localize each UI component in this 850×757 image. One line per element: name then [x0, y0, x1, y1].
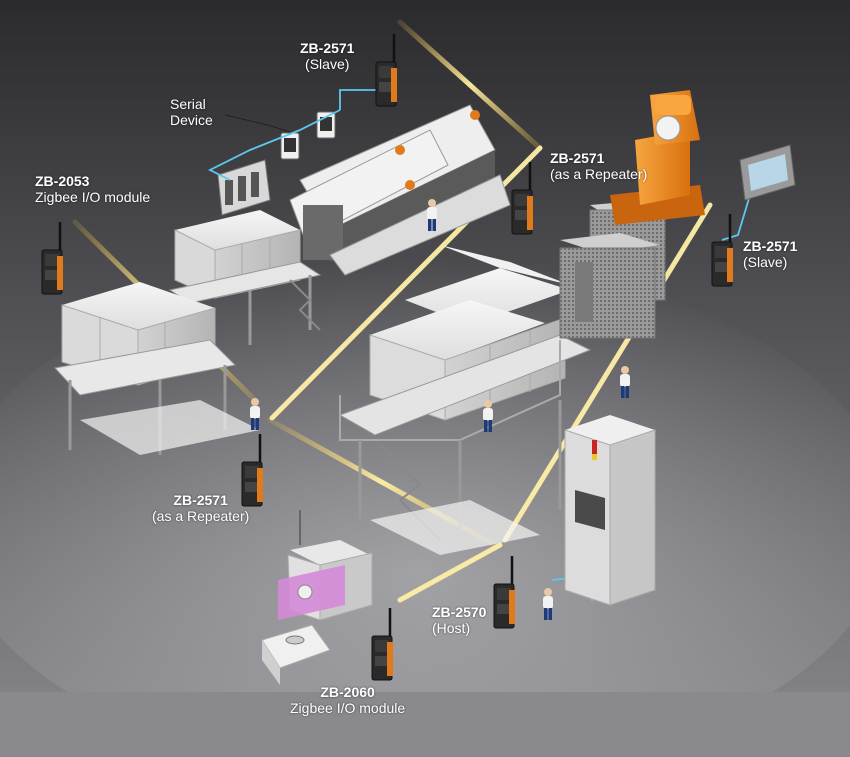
label-zb2053: ZB-2053 Zigbee I/O module [35, 173, 151, 205]
floor-band [0, 692, 850, 757]
label-zb2571-repeater-left: ZB-2571 (as a Repeater) [152, 492, 250, 524]
grilled-cabinets [559, 200, 670, 339]
hmi-panel-icon [739, 144, 796, 201]
serial-cables [207, 89, 751, 603]
label-zb2570-host: ZB-2570 (Host) [432, 604, 487, 636]
signal-light-icon [592, 440, 597, 454]
cabinet-platform-upper-left [168, 210, 322, 345]
cabinet-platform-lower-left [54, 282, 260, 455]
central-cabinet-platform [338, 245, 592, 555]
label-zb2060: ZB-2060 Zigbee I/O module [290, 684, 406, 716]
label-serial-device: Serial Device [170, 96, 213, 128]
label-zb2571-slave-top: ZB-2571 (Slave) [300, 40, 355, 72]
serial-device-leader [224, 114, 291, 133]
pink-molding-machine [261, 510, 373, 685]
label-zb2571-slave-right: ZB-2571 (Slave) [743, 238, 798, 270]
label-zb2571-repeater-right: ZB-2571 (as a Repeater) [550, 150, 648, 182]
robot-arm-icon [610, 90, 705, 225]
conveyor-machine-area [289, 104, 511, 276]
serial-device-group [217, 111, 336, 216]
cnc-machine [564, 415, 656, 606]
